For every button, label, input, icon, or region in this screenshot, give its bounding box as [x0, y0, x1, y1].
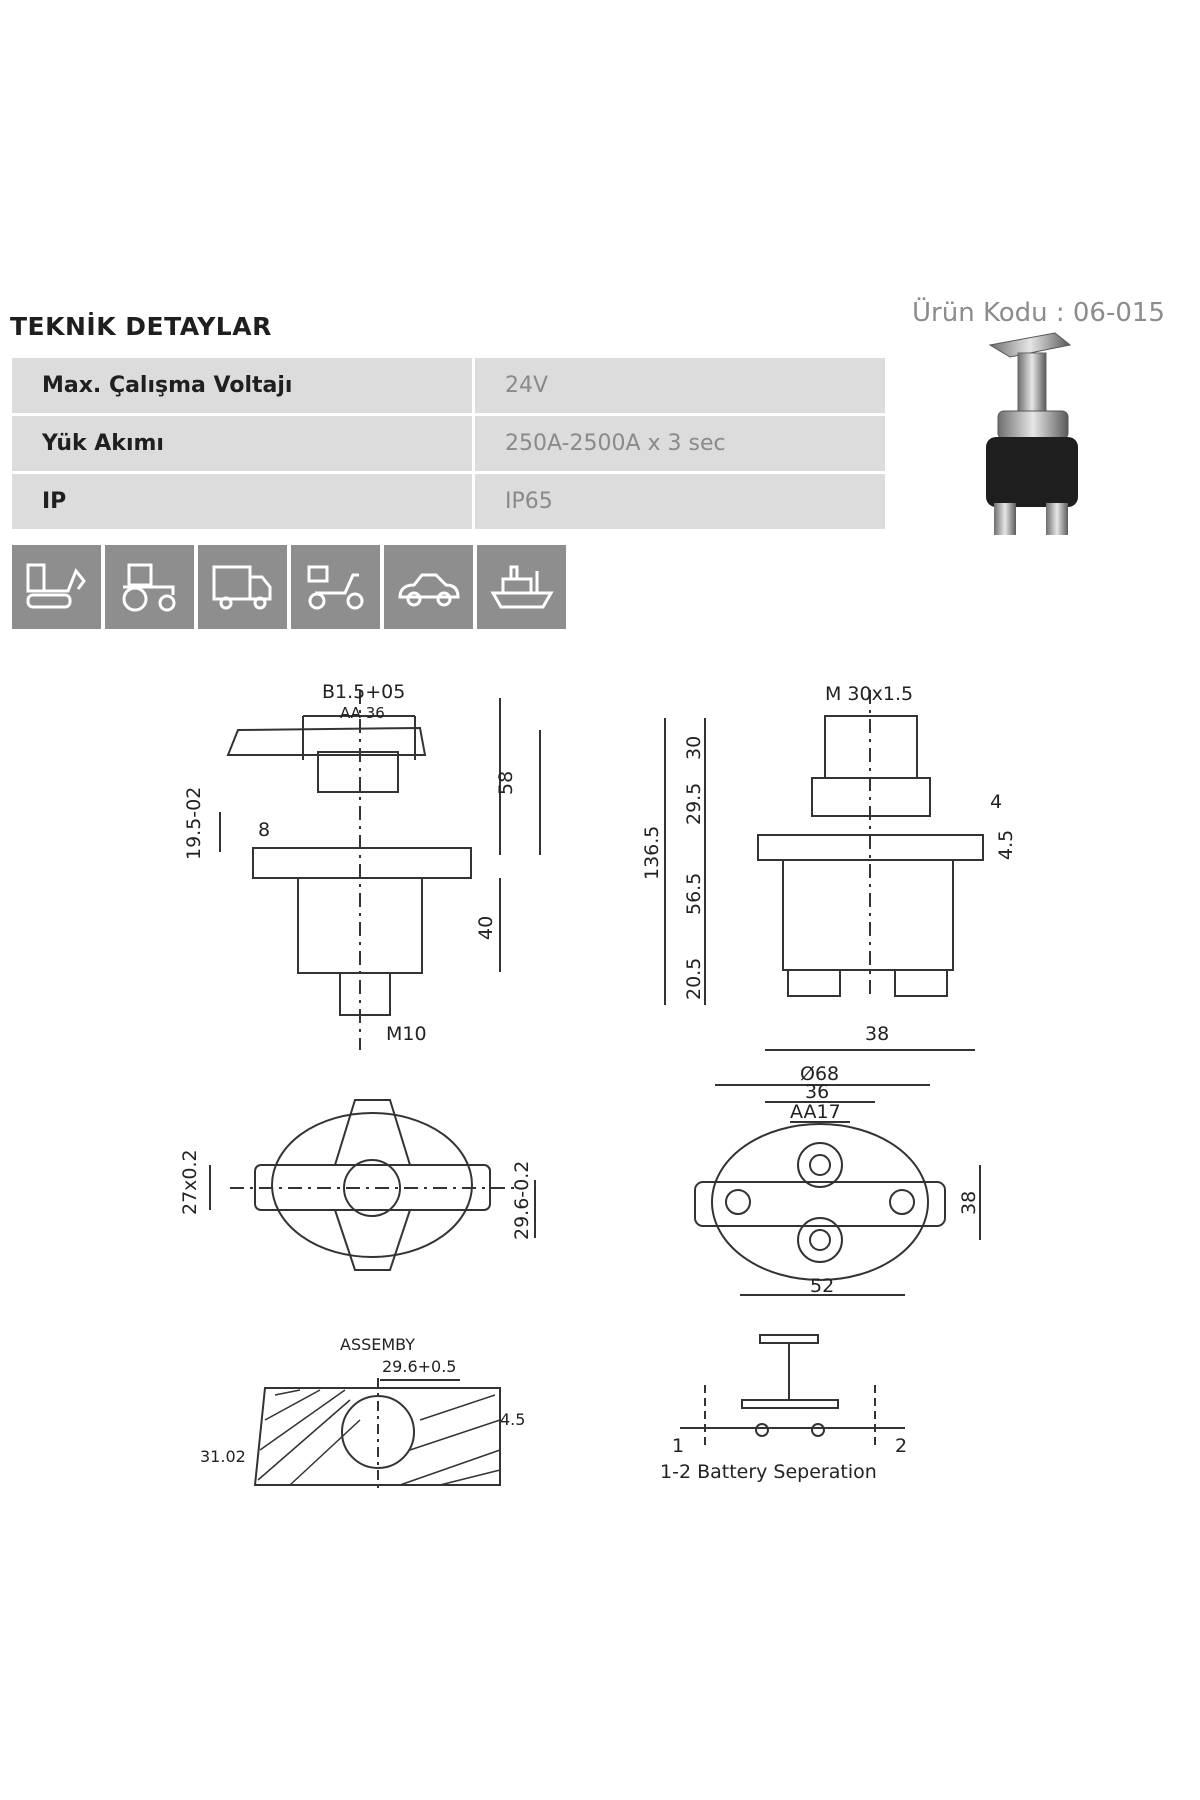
- truck-icon: [198, 545, 287, 629]
- ship-icon: [477, 545, 566, 629]
- section-title: TEKNİK DETAYLAR: [10, 312, 272, 341]
- top-right-view: [694, 1084, 981, 1296]
- dim-36: 36: [805, 1081, 829, 1103]
- dim-aa17: AA17: [790, 1101, 841, 1123]
- terminal-2: 2: [895, 1435, 907, 1457]
- dim-296-assembly: 29.6+0.5: [382, 1357, 456, 1376]
- dim-aa36: AA 36: [340, 704, 385, 722]
- spec-label: Max. Çalışma Voltajı: [12, 358, 475, 413]
- dim-38-top: 38: [958, 1191, 980, 1215]
- dim-52: 52: [810, 1275, 834, 1297]
- scooter-icon: [291, 545, 380, 629]
- dim-205: 20.5: [683, 958, 705, 1000]
- dim-565: 56.5: [683, 873, 705, 915]
- tractor-icon: [105, 545, 194, 629]
- dim-30: 30: [683, 736, 705, 760]
- dim-40: 40: [475, 916, 497, 940]
- dim-m30: M 30x1.5: [825, 683, 913, 705]
- front-view: [219, 690, 541, 1050]
- product-code: Ürün Kodu : 06-015: [912, 298, 1165, 328]
- assembly-title: ASSEMBY: [340, 1335, 415, 1354]
- dim-45: 4.5: [995, 830, 1017, 860]
- spec-table: Max. Çalışma Voltajı 24V Yük Akımı 250A-…: [12, 355, 885, 532]
- dim-195: 19.5-02: [183, 787, 205, 860]
- spec-label: Yük Akımı: [12, 416, 475, 471]
- dim-8: 8: [258, 819, 270, 841]
- terminal-1: 1: [672, 1435, 684, 1457]
- dim-58: 58: [495, 771, 517, 795]
- schematic-caption: 1-2 Battery Seperation: [660, 1461, 877, 1483]
- dim-d68: Ø68: [800, 1063, 839, 1085]
- dim-m10: M10: [386, 1023, 427, 1045]
- excavator-icon: [12, 545, 101, 629]
- top-left-view: [209, 1099, 536, 1271]
- dim-296: 29.6-0.2: [511, 1161, 533, 1240]
- dim-1365: 136.5: [641, 826, 663, 880]
- assembly-section: [253, 1378, 501, 1490]
- side-view: [664, 690, 984, 1051]
- spec-value: 24V: [475, 358, 885, 413]
- spec-value: 250A-2500A x 3 sec: [475, 416, 885, 471]
- dim-38-side: 38: [865, 1023, 889, 1045]
- spec-label: IP: [12, 474, 475, 529]
- application-icons: [12, 545, 566, 629]
- spec-value: IP65: [475, 474, 885, 529]
- dim-b15: B1.5+05: [322, 681, 405, 703]
- dim-4: 4: [990, 791, 1002, 813]
- dim-27: 27x0.2: [179, 1149, 201, 1215]
- spec-row: IP IP65: [12, 474, 885, 529]
- dim-45-assembly: 4.5: [500, 1410, 525, 1429]
- car-icon: [384, 545, 473, 629]
- battery-schematic: [680, 1334, 905, 1450]
- spec-row: Yük Akımı 250A-2500A x 3 sec: [12, 416, 885, 471]
- spec-row: Max. Çalışma Voltajı 24V: [12, 358, 885, 413]
- dim-3102: 31.02: [200, 1447, 246, 1466]
- product-photo: [960, 325, 1100, 549]
- dim-295: 29.5: [683, 783, 705, 825]
